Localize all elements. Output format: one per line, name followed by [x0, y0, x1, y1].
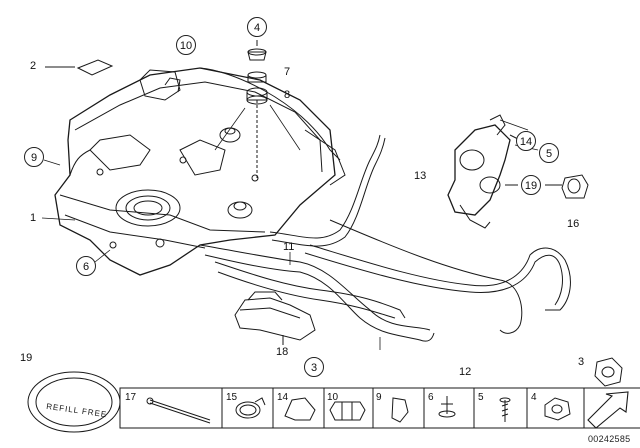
callout-1: 1: [30, 212, 37, 224]
callout-14: 14: [516, 131, 536, 151]
strip-label-14: 14: [277, 392, 289, 403]
strip-label-5: 5: [478, 392, 484, 403]
callout-2: 2: [30, 60, 37, 72]
callout-16: 16: [567, 218, 580, 230]
fuel-lines: [199, 134, 571, 342]
strip-label-15: 15: [226, 392, 238, 403]
callout-5: 5: [539, 143, 559, 163]
callout-3: 3: [304, 357, 324, 377]
strip-label-17: 17: [125, 392, 137, 403]
pump-assembly: [447, 114, 521, 229]
callout-7: 7: [284, 66, 291, 78]
drawing-code: 00242585: [588, 434, 631, 444]
callout-12: 12: [459, 366, 472, 378]
callout-9: 9: [24, 147, 44, 167]
callout-11: 11: [283, 241, 295, 253]
bottom-parts-strip: [119, 387, 640, 429]
callout-3-right: 3: [578, 356, 585, 368]
strip-label-9: 9: [376, 392, 382, 403]
callout-13: 13: [414, 170, 427, 182]
pad-part: [45, 59, 114, 76]
mount-stack: [214, 40, 301, 178]
nut-part: [594, 357, 623, 387]
strip-icons: [146, 391, 629, 429]
strip-label-6: 6: [428, 392, 434, 403]
callout-6: 6: [76, 256, 96, 276]
fuel-tank: [54, 67, 346, 276]
callout-19-bottom: 19: [20, 352, 33, 364]
callout-19-mid: 19: [521, 175, 541, 195]
refill-ring: [27, 371, 121, 433]
callout-10: 10: [176, 35, 196, 55]
strip-label-10: 10: [327, 392, 339, 403]
strip-label-4: 4: [531, 392, 537, 403]
callout-18: 18: [276, 346, 289, 358]
grommet-part: [545, 174, 589, 199]
callout-4-top: 4: [247, 17, 267, 37]
bracket-part: [234, 291, 316, 345]
callout-8: 8: [284, 89, 291, 101]
